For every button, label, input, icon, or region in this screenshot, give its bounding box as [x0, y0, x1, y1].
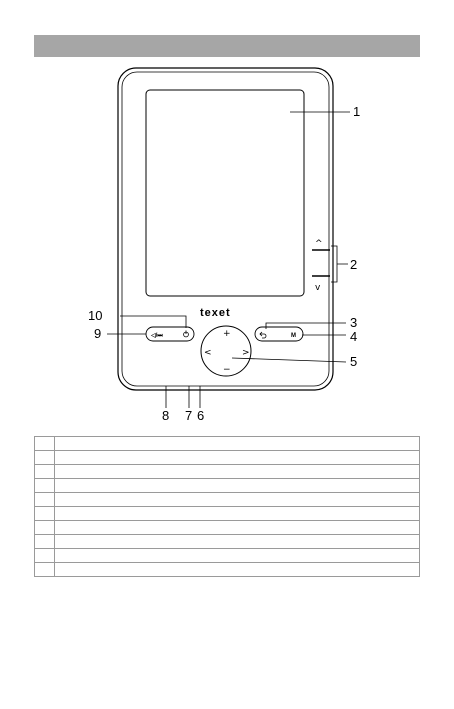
- dpad-right-glyph: >: [242, 348, 250, 358]
- legend-num: [34, 436, 55, 451]
- table-row: [34, 548, 420, 563]
- leader-10: [120, 315, 187, 328]
- legend-desc: [54, 548, 420, 563]
- callout-1: 1: [353, 104, 360, 119]
- dpad-left-glyph: <: [204, 348, 212, 358]
- back-arrow-icon: [259, 331, 267, 339]
- legend-num: [34, 464, 55, 479]
- legend-num: [34, 478, 55, 493]
- power-icon: [183, 330, 189, 338]
- legend-num: [34, 562, 55, 577]
- legend-desc: [54, 492, 420, 507]
- table-row: [34, 464, 420, 479]
- table-row: [34, 450, 420, 465]
- callout-2: 2: [350, 257, 357, 272]
- legend-desc: [54, 450, 420, 465]
- table-row: [34, 520, 420, 535]
- legend-num: [34, 548, 55, 563]
- callout-7: 7: [185, 408, 192, 423]
- callout-8: 8: [162, 408, 169, 423]
- legend-desc: [54, 464, 420, 479]
- legend-desc: [54, 478, 420, 493]
- table-row: [34, 478, 420, 493]
- legend-num: [34, 450, 55, 465]
- callout-6: 6: [197, 408, 204, 423]
- leader-2: [331, 245, 348, 283]
- next-button-label: ◁/⏭: [150, 332, 163, 339]
- dpad-ring: [200, 325, 252, 377]
- table-row: [34, 506, 420, 521]
- legend-num: [34, 534, 55, 549]
- leader-5: [231, 357, 347, 363]
- legend-desc: [54, 436, 420, 451]
- side-up-glyph: ^: [315, 239, 323, 249]
- menu-button: [254, 326, 304, 342]
- legend-num: [34, 520, 55, 535]
- brand-logo: texet: [200, 307, 231, 319]
- table-row: [34, 492, 420, 507]
- legend-num: [34, 506, 55, 521]
- legend-desc: [54, 506, 420, 521]
- device-body-outer: [117, 67, 334, 391]
- table-row: [34, 436, 420, 451]
- menu-button-label: M: [291, 333, 296, 339]
- legend-num: [34, 492, 55, 507]
- dpad-up-glyph: +: [223, 329, 231, 339]
- callout-9: 9: [94, 326, 101, 341]
- dpad-down-glyph: −: [223, 365, 231, 375]
- side-down-glyph: v: [315, 283, 321, 293]
- device-body-inner: [121, 71, 330, 387]
- callout-10: 10: [88, 308, 102, 323]
- device-screen: [145, 89, 305, 297]
- legend-desc: [54, 562, 420, 577]
- table-row: [34, 562, 420, 577]
- callout-3: 3: [350, 315, 357, 330]
- legend-desc: [54, 520, 420, 535]
- section-header-bar: [34, 35, 420, 57]
- leader-3: [265, 322, 346, 329]
- callout-4: 4: [350, 329, 357, 344]
- legend-table: [34, 436, 420, 577]
- callout-5: 5: [350, 354, 357, 369]
- legend-desc: [54, 534, 420, 549]
- table-row: [34, 534, 420, 549]
